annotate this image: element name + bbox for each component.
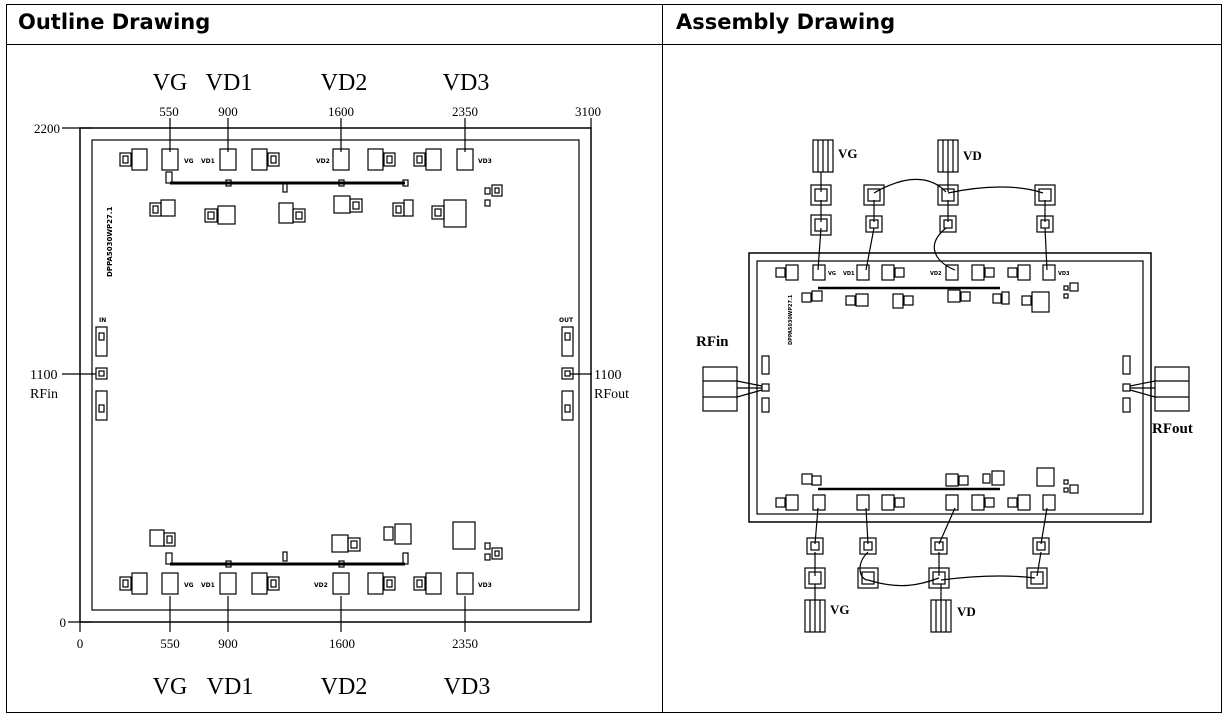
- outline-bottom-vg-label: VG: [153, 674, 188, 700]
- outline-bottom-vg-marking: VG: [184, 582, 194, 589]
- outline-bottom-vd3-marking: VD3: [478, 582, 492, 589]
- outline-top-vd2-label: VD2: [321, 70, 368, 96]
- outline-top-tick-900: 900: [218, 104, 238, 119]
- assembly-top-capacitors: [810, 139, 1056, 271]
- column-divider: [662, 4, 663, 713]
- outline-top-tick-550: 550: [159, 104, 179, 119]
- outline-chip-outer: [79, 127, 592, 623]
- outline-top-vd3-marking: VD3: [478, 158, 492, 165]
- outline-chip-inner: [91, 139, 580, 611]
- outline-chip-id: DPPA5030WP27.1: [106, 206, 114, 277]
- assembly-bottom-vd-label: VD: [957, 604, 976, 619]
- assembly-drawing-header: Assembly Drawing: [676, 10, 896, 34]
- outline-top-vg-label: VG: [153, 70, 188, 96]
- outline-drawing: [62, 118, 592, 632]
- assembly-vd2-marking: VD2: [930, 271, 942, 277]
- outline-bottom-vd1-label: VD1: [207, 674, 254, 700]
- outline-bottom-vd2-label: VD2: [321, 674, 368, 700]
- assembly-rfout-label: RFout: [1152, 421, 1193, 437]
- assembly-chip-bottom-pads: [775, 467, 1079, 511]
- outline-bottom-vd1-marking: VD1: [201, 582, 215, 589]
- assembly-vg-marking: VG: [828, 271, 836, 277]
- outline-bottom-tick-550: 550: [160, 636, 180, 651]
- outline-rfin-label: RFin: [30, 387, 58, 402]
- assembly-vd1-marking: VD1: [843, 271, 855, 277]
- outline-rf-pads: [95, 326, 574, 421]
- outline-bottom-tick-2350: 2350: [452, 636, 478, 651]
- assembly-top-vd-label: VD: [963, 148, 982, 163]
- outline-rfout-y: 1100: [594, 368, 621, 383]
- outline-top-vd3-label: VD3: [443, 70, 490, 96]
- outline-top-tick-2350: 2350: [452, 104, 478, 119]
- outline-top-tick-3100: 3100: [575, 104, 601, 119]
- assembly-bottom-capacitors: [804, 507, 1050, 633]
- outline-top-vd1-marking: VD1: [201, 158, 215, 165]
- assembly-bottom-vg-label: VG: [830, 602, 850, 617]
- outline-out-marking: OUT: [559, 317, 574, 324]
- outline-y-0: 0: [60, 615, 67, 630]
- outline-top-pads: [119, 148, 503, 228]
- outline-rfout-label: RFout: [594, 387, 629, 402]
- outline-bottom-tick-900: 900: [218, 636, 238, 651]
- assembly-top-vg-label: VG: [838, 146, 858, 161]
- header-divider: [6, 44, 1222, 45]
- outline-bottom-vd2-marking: VD2: [314, 582, 328, 589]
- assembly-rf-connectors: [702, 355, 1190, 413]
- outline-top-vg-marking: VG: [184, 158, 194, 165]
- assembly-drawing: [702, 139, 1190, 633]
- outline-bottom-pads: [119, 521, 503, 595]
- assembly-rfin-label: RFin: [696, 334, 729, 350]
- outline-rfin-y: 1100: [30, 368, 57, 383]
- outline-top-tick-1600: 1600: [328, 104, 354, 119]
- assembly-vd3-marking: VD3: [1058, 271, 1070, 277]
- outline-in-marking: IN: [99, 317, 106, 324]
- outline-drawing-header: Outline Drawing: [18, 10, 211, 34]
- outline-bottom-tick-0: 0: [77, 636, 84, 651]
- outline-y-2200: 2200: [34, 121, 60, 136]
- outline-top-vd1-label: VD1: [206, 70, 253, 96]
- outline-top-vd2-marking: VD2: [316, 158, 330, 165]
- outline-bottom-tick-1600: 1600: [329, 636, 355, 651]
- outline-bottom-vd3-label: VD3: [444, 674, 491, 700]
- assembly-chip-id: DPPA5030WP27.1: [788, 294, 794, 345]
- assembly-chip-top-pads: [775, 264, 1079, 313]
